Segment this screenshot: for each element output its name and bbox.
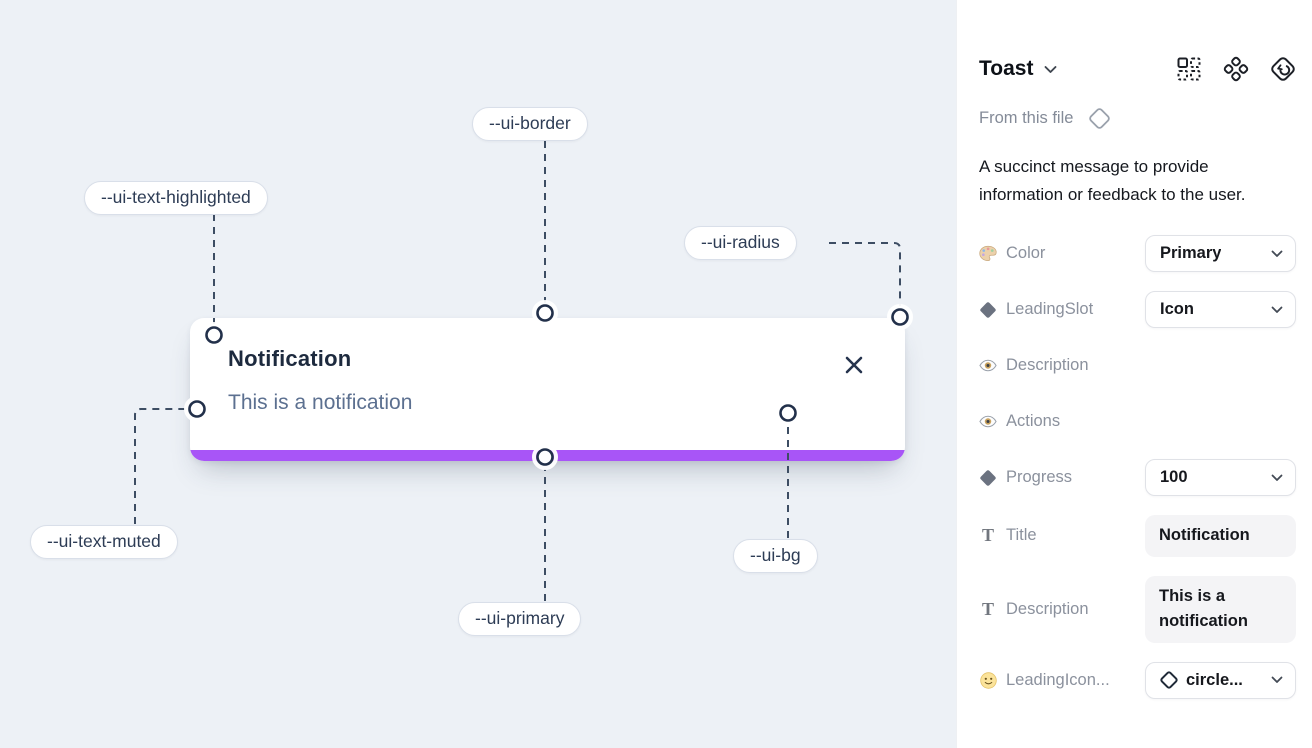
source-label: From this file	[979, 109, 1074, 127]
toast-progress-bar	[190, 450, 905, 461]
property-row-description-text: T Description This is a notification	[979, 575, 1296, 643]
label-ui-text-muted: --ui-text-muted	[30, 525, 178, 559]
label-ui-text-highlighted: --ui-text-highlighted	[84, 181, 268, 215]
property-row-color: Color Primary	[979, 235, 1296, 273]
property-label: LeadingSlot	[1006, 300, 1094, 319]
property-label: Progress	[1006, 468, 1073, 487]
chevron-down-icon	[1271, 250, 1283, 258]
property-label: Actions	[1006, 412, 1061, 431]
property-row-leadingicon: LeadingIcon... circle...	[979, 661, 1296, 699]
label-ui-primary: --ui-primary	[458, 602, 582, 636]
label-ui-bg: --ui-bg	[733, 539, 818, 573]
source-row: From this file	[979, 106, 1296, 131]
progress-dropdown[interactable]: 100	[1145, 459, 1296, 497]
property-label: Title	[1006, 526, 1037, 545]
property-row-actions-toggle: Actions	[979, 403, 1296, 448]
chevron-down-icon[interactable]	[1044, 65, 1057, 74]
component-name[interactable]: Toast	[979, 57, 1034, 80]
chevron-down-icon	[1271, 474, 1283, 482]
diamond-icon	[1089, 108, 1111, 129]
label-ui-radius: --ui-radius	[684, 226, 797, 260]
description-field[interactable]: This is a notification	[1145, 575, 1296, 643]
design-canvas: Notification This is a notification --ui…	[0, 0, 956, 748]
leadingslot-dropdown[interactable]: Icon	[1145, 291, 1296, 329]
chevron-down-icon	[1271, 306, 1283, 314]
property-row-leadingslot: LeadingSlot Icon	[979, 291, 1296, 329]
eye-icon	[979, 359, 997, 372]
label-ui-border: --ui-border	[472, 107, 588, 141]
property-row-progress: Progress 100	[979, 459, 1296, 497]
property-label: Description	[1006, 599, 1089, 618]
property-row-description-toggle: Description	[979, 347, 1296, 392]
panel-header: Toast	[979, 56, 1296, 82]
diamond-icon	[979, 301, 997, 319]
swap-instance-icon[interactable]	[1176, 56, 1202, 82]
smiley-icon	[979, 672, 997, 689]
toast-title: Notification	[228, 346, 352, 371]
eye-icon	[979, 415, 997, 428]
component-icon[interactable]	[1223, 56, 1249, 82]
property-row-title: T Title Notification	[979, 515, 1296, 557]
diamond-icon	[1159, 670, 1179, 691]
toast-component[interactable]: Notification This is a notification	[190, 318, 905, 461]
leadingicon-dropdown[interactable]: circle...	[1145, 661, 1296, 699]
property-label: Description	[1006, 356, 1089, 375]
properties-panel: Toast	[956, 0, 1312, 748]
close-icon[interactable]	[843, 354, 865, 376]
diamond-icon	[979, 469, 997, 487]
property-label: LeadingIcon...	[1006, 670, 1110, 689]
header-actions	[1176, 56, 1296, 82]
title-field[interactable]: Notification	[1145, 515, 1296, 557]
text-icon: T	[981, 525, 994, 546]
text-icon: T	[981, 598, 994, 619]
property-label: Color	[1006, 244, 1046, 263]
component-description: A succinct message to provide informatio…	[979, 157, 1246, 205]
toast-description: This is a notification	[228, 391, 413, 414]
color-dropdown[interactable]: Primary	[1145, 235, 1296, 273]
revert-icon[interactable]	[1270, 56, 1296, 82]
property-list: Color Primary LeadingSlot Icon	[979, 235, 1296, 699]
palette-icon	[979, 245, 997, 262]
chevron-down-icon	[1271, 676, 1283, 684]
